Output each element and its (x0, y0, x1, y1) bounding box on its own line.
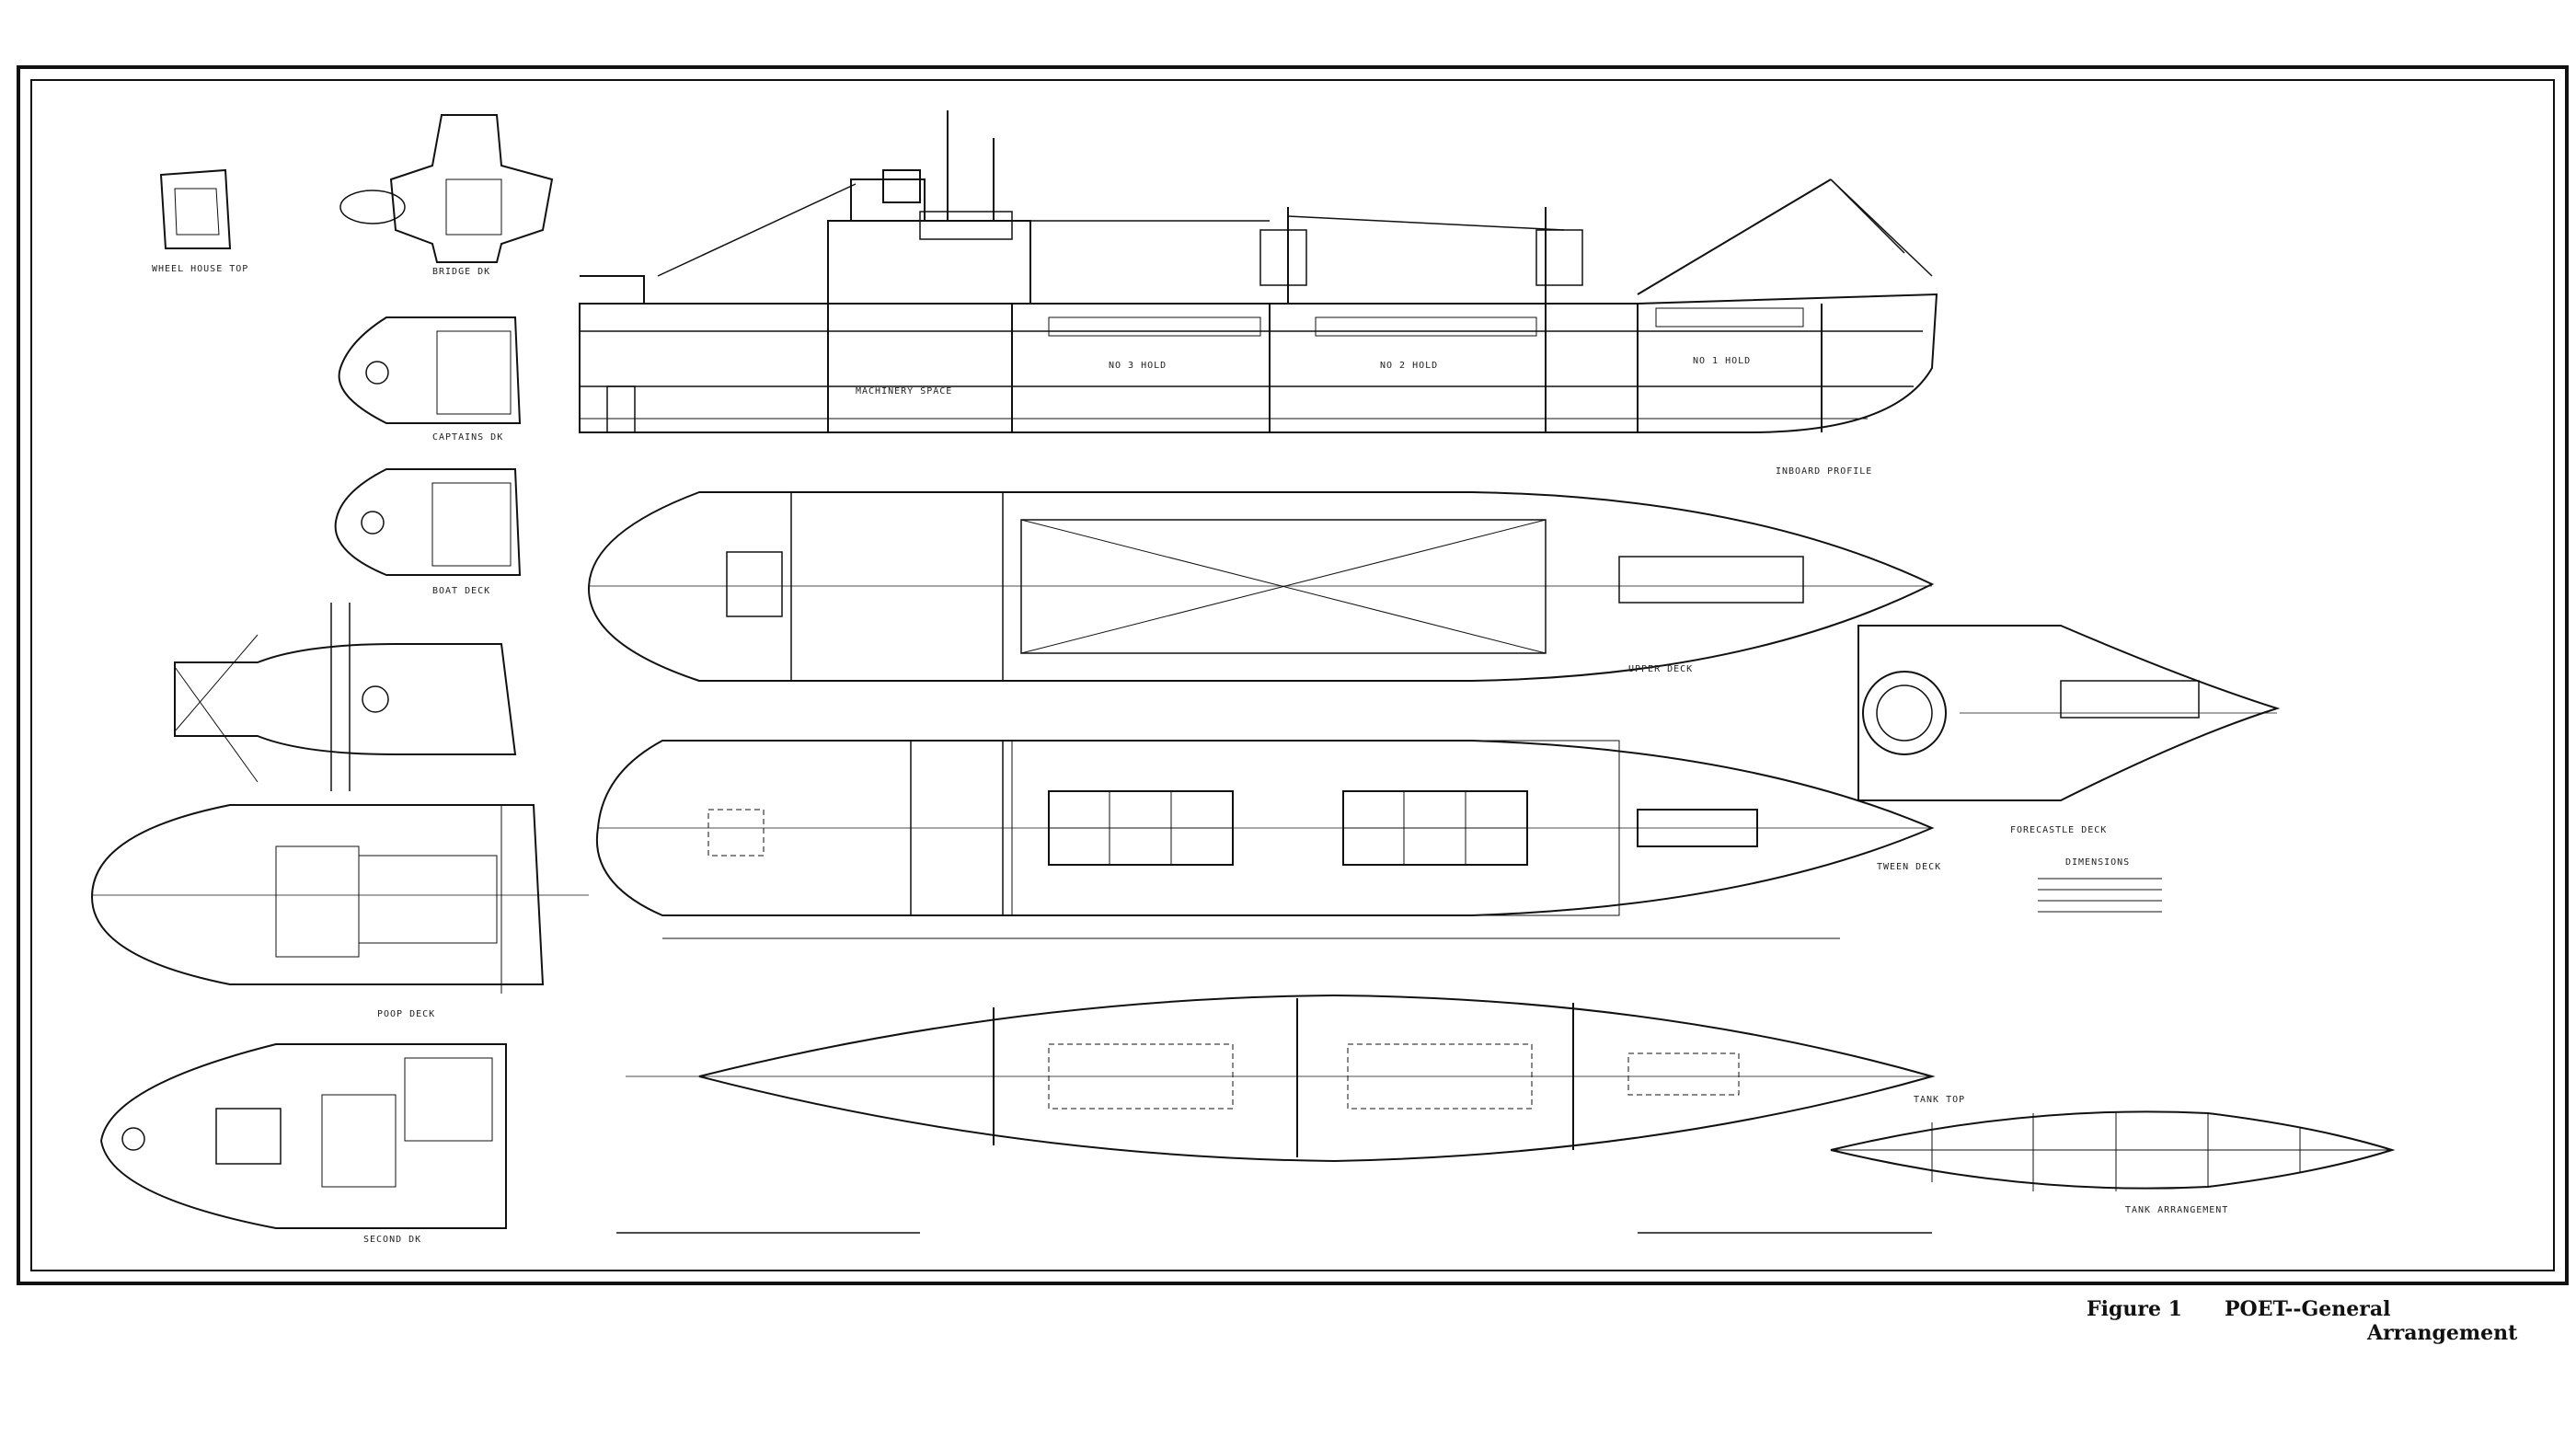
label-bridge-deck: BRIDGE DK (432, 267, 490, 277)
wheel-house-top-plan (159, 168, 232, 249)
label-wheel-house: WHEEL HOUSE TOP (152, 264, 248, 274)
boat-deck-plan (334, 468, 522, 576)
inboard-profile (579, 110, 1938, 433)
bridge-deck-plan (339, 114, 554, 263)
label-second-deck: SECOND DK (363, 1235, 421, 1245)
label-profile: INBOARD PROFILE (1776, 466, 1872, 477)
label-tank-top: TANK TOP (1914, 1095, 1965, 1105)
label-upper-deck: UPPER DECK (1628, 664, 1693, 674)
figure-title-line1: POET--General (2225, 1297, 2391, 1321)
upper-deck-plan (587, 491, 1935, 682)
label-tween-deck: TWEEN DECK (1877, 862, 1941, 872)
label-hold-2: NO 2 HOLD (1380, 361, 1438, 371)
figure-caption: Figure 1 POET--General Arrangement (2087, 1297, 2517, 1346)
label-boat-deck: BOAT DECK (432, 586, 490, 596)
outer-border (17, 65, 2569, 1285)
captains-deck-plan (338, 316, 522, 424)
label-hold-1: NO 1 HOLD (1693, 356, 1751, 366)
label-poop-deck: POOP DECK (377, 1009, 435, 1019)
second-deck-plan (99, 1043, 507, 1229)
figure-title-line2: Arrangement (2367, 1321, 2518, 1346)
tween-deck-plan (595, 740, 1935, 939)
poop-deck-plan (90, 804, 589, 994)
inner-border (30, 79, 2555, 1271)
tank-top-plan (626, 994, 1936, 1163)
promenade-deck-plan (174, 603, 517, 791)
label-machinery: MACHINERY SPACE (856, 386, 952, 397)
label-dimensions: DIMENSIONS (2065, 857, 2130, 868)
dimensions-block (2038, 878, 2162, 913)
figure-label: Figure 1 (2087, 1297, 2182, 1321)
label-forecastle-deck: FORECASTLE DECK (2010, 825, 2107, 835)
forecastle-deck-plan (1857, 625, 2281, 801)
label-tank-arrangement: TANK ARRANGEMENT (2125, 1205, 2228, 1215)
tank-arrangement-plan (1830, 1110, 2396, 1191)
label-hold-3: NO 3 HOLD (1109, 361, 1167, 371)
label-captains-deck: CAPTAINS DK (432, 432, 503, 443)
